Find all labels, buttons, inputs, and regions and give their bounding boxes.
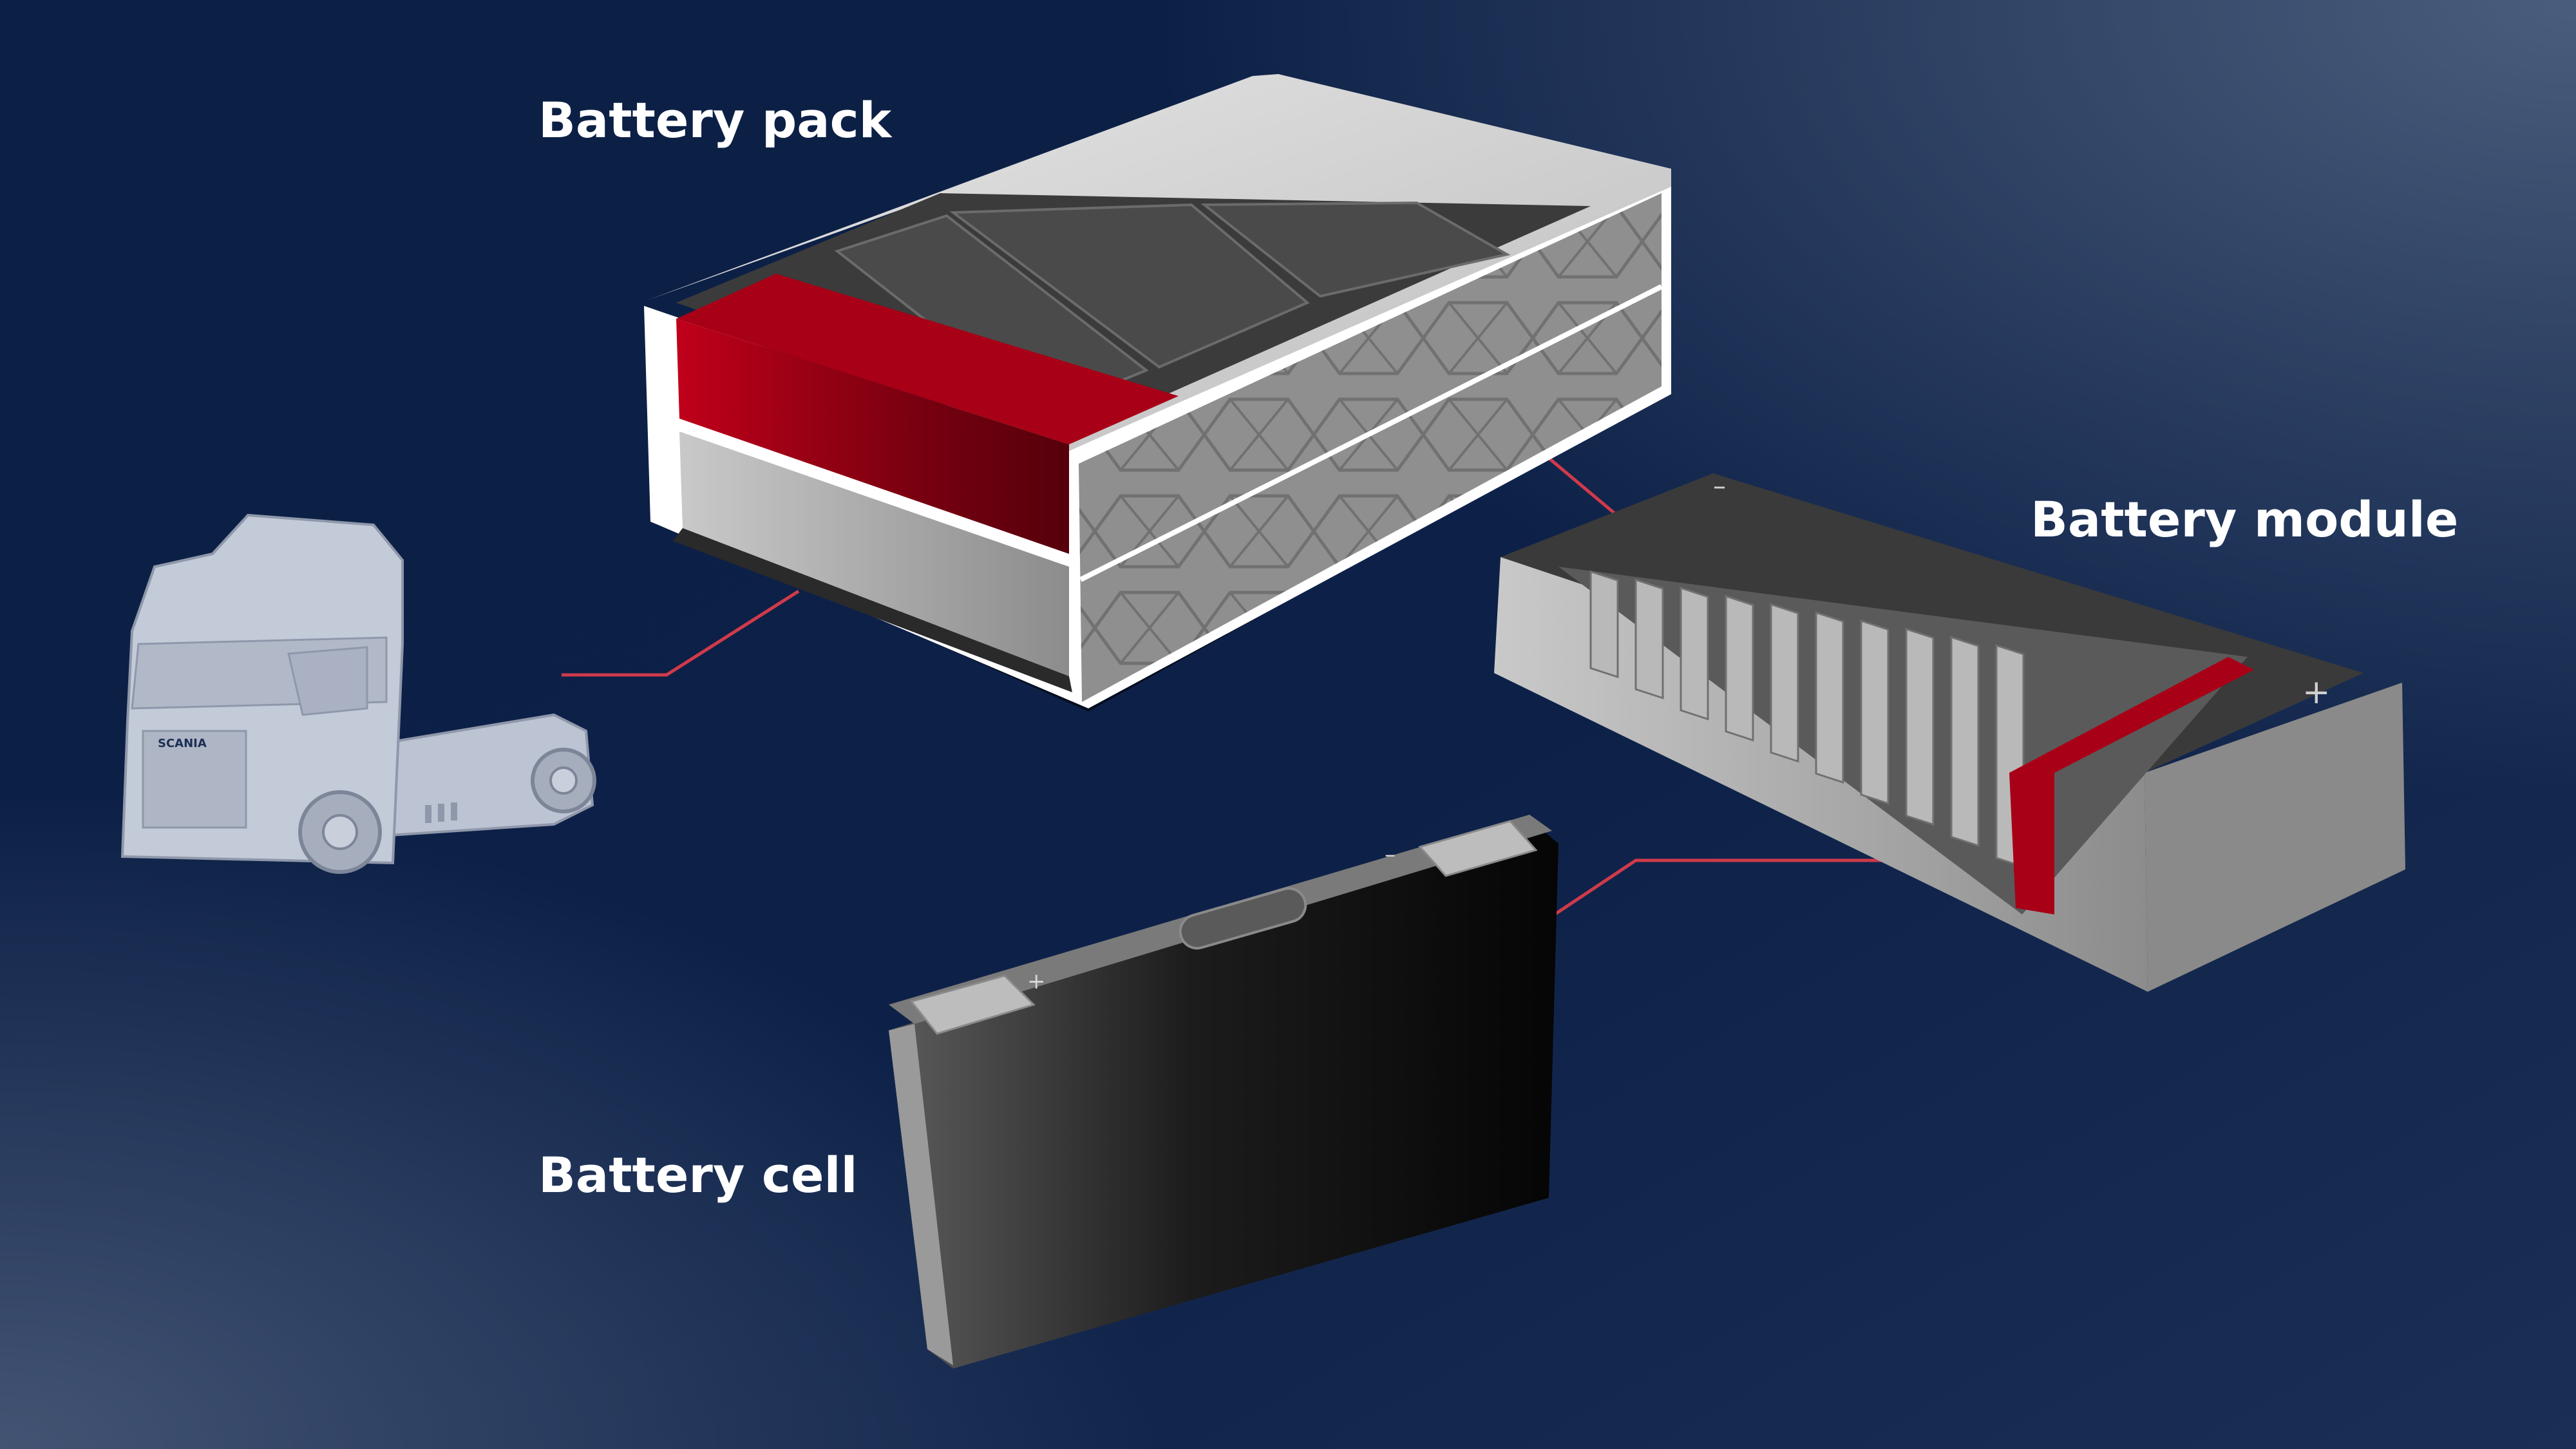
truck-grille [142,730,247,829]
module-highlighted-cell [2009,657,2254,914]
truck-side-window [287,646,368,716]
cell-positive-terminal-pad [909,974,1036,1035]
cell-body [889,824,1558,1368]
pack-highlighted-module-top [676,274,1179,444]
cell-vent [1179,887,1307,950]
battery-cell-label: Battery cell [538,1146,858,1204]
pack-side-divider [1079,284,1663,582]
truck-front-hub [322,814,358,850]
battery-cell-illustration: + – [889,815,1558,1368]
battery-module-label: Battery module [2031,491,2459,548]
truck-side-vents [425,802,457,823]
cell-negative-terminal-pad [1418,820,1538,877]
cell-left-edge [889,1024,953,1365]
battery-pack-illustration [644,74,1671,712]
module-side-face [2145,683,2405,992]
pack-highlighted-module-front [676,319,1069,554]
cell-negative-sign: – [1385,842,1396,867]
truck-illustration: SCANIA [120,513,596,874]
callout-truck-to-pack [562,589,800,677]
battery-pack-label: Battery pack [538,91,892,149]
pack-side-hex-pattern [1079,193,1662,702]
pack-bottom-tray [673,528,1072,692]
module-positive-terminal: + [2302,673,2331,712]
module-negative-terminal: – [1713,471,1726,501]
cell-positive-sign: + [1027,969,1046,994]
pack-lower-module-front [679,431,1069,676]
truck-brand-badge: SCANIA [158,737,207,750]
battery-module-illustration: – + [1494,471,2405,992]
module-cell-stack [1589,570,2025,868]
truck-rear-hub [549,766,578,795]
